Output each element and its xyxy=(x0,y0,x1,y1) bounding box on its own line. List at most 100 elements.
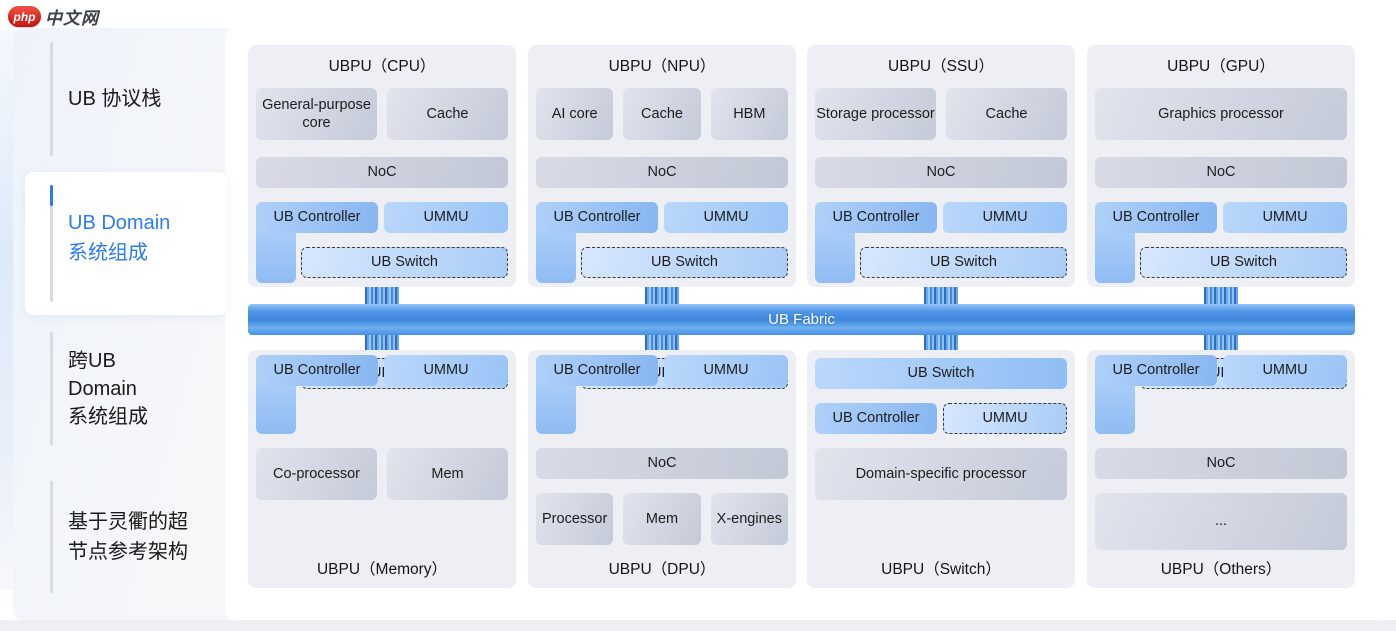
ub-switch-block: UB Switch xyxy=(581,247,788,278)
noc-block: NoC xyxy=(1095,448,1347,479)
ub-switch-block: UB Switch xyxy=(1140,247,1347,278)
component-block: Cache xyxy=(946,88,1067,140)
sidebar-item-label: UB Domain 系统组成 xyxy=(68,212,171,264)
component-row: Storage processor Cache xyxy=(815,88,1067,140)
noc-block: NoC xyxy=(536,157,788,188)
noc-block: NoC xyxy=(1095,157,1347,188)
ub-assembly: UB Controller UMMU UB Switch xyxy=(536,202,788,283)
ub-domain-diagram: UBPU（CPU） General-purpose core Cache NoC… xyxy=(248,45,1355,588)
component-block: Processor xyxy=(536,493,614,545)
component-block: Cache xyxy=(623,88,701,140)
ubpu-ssu-card: UBPU（SSU） Storage processor Cache NoC UB… xyxy=(807,45,1075,287)
ubpu-memory-card: UB Switch UB Controller UMMU Co-processo… xyxy=(248,350,516,588)
component-block: X-engines xyxy=(710,493,788,545)
ub-controller-block: UB Controller xyxy=(536,355,658,386)
ubpu-npu-card: UBPU（NPU） AI core Cache HBM NoC UB Contr… xyxy=(528,45,796,287)
fabric-link-connector xyxy=(924,335,958,350)
ub-fabric-bus: UB Fabric xyxy=(248,304,1355,335)
ubpu-dpu-card: UB Switch UB Controller UMMU NoC Process… xyxy=(528,350,796,588)
sidebar-item-label: 跨UB Domain 系统组成 xyxy=(68,349,148,428)
fabric-link-connector xyxy=(645,335,679,350)
left-gradient-decoration xyxy=(0,30,15,590)
ub-controller-block: UB Controller xyxy=(536,202,658,233)
ub-controller-block: UB Controller xyxy=(815,403,937,434)
fabric-link-connector xyxy=(1204,287,1238,304)
fabric-label: UB Fabric xyxy=(768,311,835,328)
component-block: Storage processor xyxy=(815,88,936,140)
component-block: AI core xyxy=(536,88,614,140)
ub-assembly: UB Controller UMMU UB Switch xyxy=(1095,202,1347,283)
sidebar-item-label: UB 协议栈 xyxy=(68,87,162,110)
component-row: General-purpose core Cache xyxy=(256,88,508,140)
component-block: ... xyxy=(1095,493,1347,550)
component-row: AI core Cache HBM xyxy=(536,88,788,140)
component-block: Mem xyxy=(387,448,508,500)
ummu-block: UMMU xyxy=(943,403,1067,434)
noc-block: NoC xyxy=(815,157,1067,188)
fabric-link-connector xyxy=(1204,335,1238,350)
ubpu-cpu-card: UBPU（CPU） General-purpose core Cache NoC… xyxy=(248,45,516,287)
ubpu-others-card: UB Switch UB Controller UMMU NoC ... UBP… xyxy=(1087,350,1355,588)
ub-assembly: UB Controller UMMU UB Switch xyxy=(256,202,508,283)
component-row: Graphics processor xyxy=(1095,88,1347,140)
card-title: UBPU（Others） xyxy=(1160,561,1282,578)
fabric-link-connector xyxy=(924,287,958,304)
ub-switch-block: UB Switch xyxy=(815,358,1067,389)
nav-rail xyxy=(50,185,53,302)
site-logo[interactable]: php 中文网 xyxy=(8,4,99,29)
ub-assembly: UB Controller UMMU UB Switch xyxy=(815,202,1067,283)
component-block: Graphics processor xyxy=(1095,88,1347,140)
nav-rail xyxy=(50,481,53,593)
card-title: UBPU（CPU） xyxy=(328,58,436,75)
php-logo-icon: php xyxy=(8,6,41,27)
ub-switch-block: UB Switch xyxy=(860,247,1067,278)
component-row: Domain-specific processor xyxy=(815,448,1067,500)
component-block: Mem xyxy=(623,493,701,545)
card-title: UBPU（NPU） xyxy=(608,58,716,75)
component-block: HBM xyxy=(710,88,788,140)
fabric-link-connector xyxy=(365,335,399,350)
card-title: UBPU（GPU） xyxy=(1167,58,1275,75)
ummu-block: UMMU xyxy=(1223,202,1347,233)
ummu-block: UMMU xyxy=(664,202,788,233)
component-block: Co-processor xyxy=(256,448,377,500)
ub-assembly: UB Switch UB Controller UMMU xyxy=(256,355,508,434)
card-title: UBPU（Memory） xyxy=(316,561,448,578)
ub-controller-block: UB Controller xyxy=(815,202,937,233)
site-name: 中文网 xyxy=(45,9,99,28)
noc-block: NoC xyxy=(256,157,508,188)
ub-controller-block: UB Controller xyxy=(256,355,378,386)
sidebar-item-cross-ub-domain[interactable]: 跨UB Domain 系统组成 xyxy=(13,332,225,445)
component-block: General-purpose core xyxy=(256,88,377,140)
ub-assembly: UB Switch UB Controller UMMU xyxy=(1095,355,1347,434)
component-block: Cache xyxy=(387,88,508,140)
ummu-block: UMMU xyxy=(384,202,508,233)
sidebar-item-supernode-architecture[interactable]: 基于灵衢的超 节点参考架构 xyxy=(13,481,225,593)
ummu-block: UMMU xyxy=(943,202,1067,233)
card-title: UBPU（DPU） xyxy=(608,561,716,578)
ummu-block: UMMU xyxy=(1223,355,1347,386)
ub-assembly: UB Switch UB Controller UMMU xyxy=(536,355,788,434)
ub-controller-block: UB Controller xyxy=(1095,202,1217,233)
nav-rail xyxy=(50,42,53,156)
component-block: Domain-specific processor xyxy=(815,448,1067,500)
sidebar-item-ub-domain-composition[interactable]: UB Domain 系统组成 xyxy=(25,172,227,315)
card-title: UBPU（Switch） xyxy=(881,561,1001,578)
sidebar-item-ub-protocol-stack[interactable]: UB 协议栈 xyxy=(13,42,225,156)
ubpu-switch-card: UB Switch UB Controller UMMU Domain-spec… xyxy=(807,350,1075,588)
noc-block: NoC xyxy=(536,448,788,479)
active-indicator xyxy=(50,185,53,206)
ummu-block: UMMU xyxy=(664,355,788,386)
ub-controller-block: UB Controller xyxy=(1095,355,1217,386)
bottom-strip xyxy=(0,620,1396,631)
card-title: UBPU（SSU） xyxy=(888,58,994,75)
controller-row: UB Controller UMMU xyxy=(815,403,1067,434)
sidebar-item-label: 基于灵衢的超 节点参考架构 xyxy=(68,511,188,563)
fabric-link-connector xyxy=(365,287,399,304)
ub-controller-block: UB Controller xyxy=(256,202,378,233)
component-row: Co-processor Mem xyxy=(256,448,508,500)
component-row: Processor Mem X-engines xyxy=(536,493,788,545)
ub-switch-block: UB Switch xyxy=(301,247,508,278)
nav-rail xyxy=(50,332,53,445)
